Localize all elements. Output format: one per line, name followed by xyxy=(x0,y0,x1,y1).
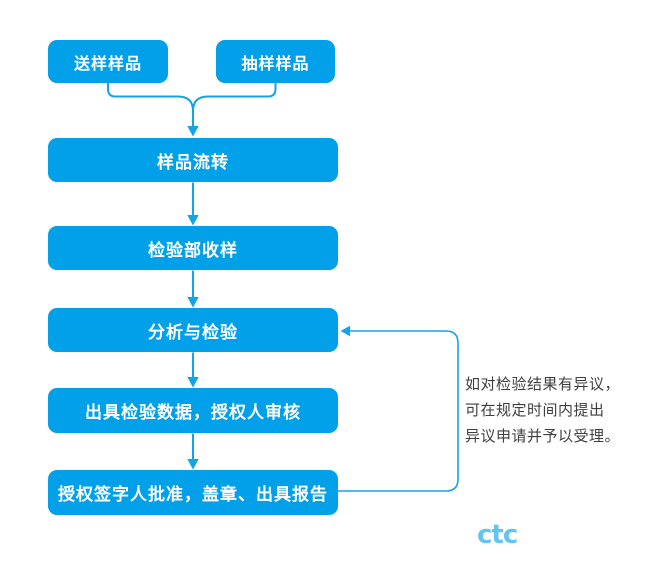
node-issue-data-review-label: 出具检验数据，授权人审核 xyxy=(85,403,301,423)
node-inspection-dept-receive-label: 检验部收样 xyxy=(148,240,238,261)
objection-note-line-3: 异议申请并予以受理。 xyxy=(465,427,621,445)
arrowhead-into-receive xyxy=(187,215,199,226)
node-sampled-sample: 抽样样品 xyxy=(216,40,335,83)
node-analysis-and-test: 分析与检验 xyxy=(48,308,338,352)
objection-note-line-2: 可在规定时间内提出 xyxy=(465,401,605,419)
objection-note-line-1: 如对检验结果有异议， xyxy=(465,375,621,393)
ctc-logo: ctc xyxy=(477,520,518,550)
node-delivered-sample-label: 送样样品 xyxy=(73,53,142,73)
node-issue-data-review: 出具检验数据，授权人审核 xyxy=(48,388,338,433)
arrowhead-into-sample-transfer xyxy=(187,126,199,137)
merge-line-right xyxy=(192,83,277,112)
arrowhead-into-analysis xyxy=(187,297,199,308)
arrowhead-into-issue xyxy=(187,377,199,388)
node-sample-transfer-label: 样品流转 xyxy=(157,152,229,173)
feedback-loop-line xyxy=(338,330,459,492)
node-delivered-sample: 送样样品 xyxy=(48,40,168,83)
merge-line-left xyxy=(107,83,194,112)
node-approval-stamp-report-label: 授权签字人批准，盖章、出具报告 xyxy=(58,485,328,505)
arrowhead-into-approval xyxy=(187,459,199,470)
arrowhead-feedback-into-analysis xyxy=(340,325,350,337)
objection-note: 如对检验结果有异议， 可在规定时间内提出 异议申请并予以受理。 xyxy=(465,371,661,449)
node-sample-transfer: 样品流转 xyxy=(48,138,338,182)
node-sampled-sample-label: 抽样样品 xyxy=(241,53,310,73)
node-approval-stamp-report: 授权签字人批准，盖章、出具报告 xyxy=(48,470,338,515)
node-analysis-and-test-label: 分析与检验 xyxy=(148,322,238,343)
node-inspection-dept-receive: 检验部收样 xyxy=(48,226,338,270)
